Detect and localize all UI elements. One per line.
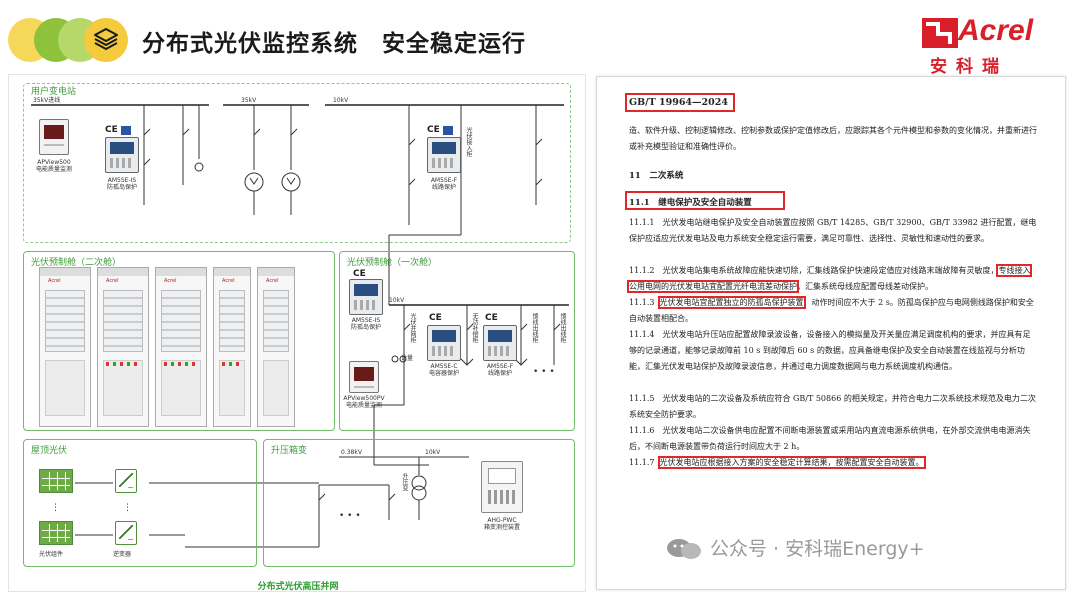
section-pv-primary	[339, 251, 575, 431]
ce-mark-icon: CE	[427, 125, 440, 135]
cabinet-icon: Acrel	[97, 267, 149, 427]
relay-device-icon	[349, 279, 383, 315]
clause-11-1-2: 11.1.2 光伏发电站集电系统故障应能快速切除，汇集线路保护快速段定值应对线路…	[626, 263, 1037, 311]
cabinet-icon: Acrel	[257, 267, 295, 427]
intro-paragraph: 造、软件升级、控制逻辑修改、控制参数或保护定值修改后，应跟踪其各个元件模型和参数…	[629, 126, 1037, 151]
cert-mark-icon	[443, 126, 453, 135]
clause-text: ，动作时间应不大于 2 s。防孤岛保护应与电网侧线路保护和安全自动装置相配合。	[629, 298, 1034, 323]
wechat-icon	[667, 539, 701, 559]
ce-mark-icon: CE	[485, 313, 498, 323]
clause-highlight: 光伏发电站应根据接入方案的安全稳定计算结果，按需配置安全自动装置。	[657, 456, 926, 469]
brand-cn: 安科瑞	[930, 57, 1008, 77]
device-label: AHG-PWC 箱变测控装置	[483, 517, 520, 532]
section-rooftop-pv	[23, 439, 257, 567]
bus-35kv-label: 35kV	[241, 97, 257, 104]
clause-11-1-5: 11.1.5 光伏发电站的二次设备及系统应符合 GB/T 50866 的相关规定…	[629, 394, 1036, 419]
relay-device-icon	[427, 137, 461, 173]
bus-10kv-label: 10kV	[333, 97, 349, 104]
section-heading: 11 二次系统	[629, 171, 684, 181]
inlet-label: 35kV进线	[33, 97, 61, 104]
load-cab-label: 馈线出线柜	[559, 313, 566, 343]
section-heading: 11.1 继电保护及安全自动装置	[629, 198, 752, 208]
metering-label: 计量	[401, 355, 414, 362]
pv-component-label: 光伏组件	[39, 551, 64, 558]
device-label: AM5SE-IS 防孤岛保护	[350, 317, 381, 332]
device-label: AM5SE-F 线路保护	[486, 363, 514, 378]
pv-panel-icon	[39, 469, 73, 493]
cabinet-icon: Acrel	[213, 267, 251, 427]
clause-11-1-6: 11.1.6 光伏发电站二次设备供电应配置不间断电源装置或采用站内直流电源系统供…	[629, 426, 1031, 451]
section-pv-secondary	[23, 251, 335, 431]
relay-device-icon	[483, 325, 517, 361]
pv-panel-icon	[39, 521, 73, 545]
relay-device-icon	[427, 325, 461, 361]
clause-text: ，汇集系统母线应配置母线差动保护。	[797, 282, 933, 291]
clause-text: 11.1.2 光伏发电站集电系统故障应能快速切除，汇集线路保护快速段定值应对线路…	[629, 266, 999, 275]
section-label: 升压箱变	[271, 446, 308, 456]
inverter-icon	[115, 469, 137, 493]
highlight-box	[625, 93, 735, 112]
cabinet-icon: Acrel	[39, 267, 91, 427]
section-label: 用户变电站	[31, 87, 77, 97]
device-label: AM5SE-F 线路保护	[430, 177, 458, 192]
inverter-label: 逆变器	[113, 551, 132, 558]
device-label: APView500 电能质量监测	[35, 159, 72, 174]
v10-label: 10kV	[425, 449, 441, 456]
diagram-panel: 用户变电站	[8, 74, 586, 592]
layers-icon	[94, 28, 118, 50]
clause-highlight: 专线接入公用电网的光伏发电站宜配置光纤电流差动保护	[626, 264, 1033, 293]
brand-word: Acrel	[958, 14, 1034, 47]
inverter-icon	[115, 521, 137, 545]
standard-number: GB/T 19964—2024	[629, 97, 728, 108]
section-user-substation	[23, 83, 571, 243]
ellipsis: ⋮	[123, 503, 132, 513]
clause-highlight: 光伏发电站宜配置独立的防孤岛保护装置	[657, 296, 806, 309]
watermark-text: 公众号 · 安科瑞Energy+	[710, 538, 925, 560]
cabinet-row: Acrel Acrel Acrel Acrel Acrel	[39, 267, 295, 427]
single-line-diagram	[31, 104, 569, 548]
clause-11-1-3: 11.1.3 光伏发电站宜配置独立的防孤岛保护装置，动作时间应不大于 2 s。防…	[629, 295, 1037, 327]
clause-number: 11.1.3	[629, 298, 655, 307]
device-label: AM5SE-IS 防孤岛保护	[106, 177, 137, 192]
header: 分布式光伏监控系统 安全稳定运行 Acrel 安科瑞	[0, 0, 1080, 80]
standard-document: GB/T 19964—2024 造、软件升级、控制逻辑修改、控制参数或保护定值修…	[596, 76, 1066, 590]
cert-mark-icon	[121, 126, 131, 135]
brand-mark-icon	[922, 18, 958, 48]
pv-incoming-b-label: 光伏并网柜	[409, 313, 416, 343]
highlight-box	[625, 191, 785, 210]
apview500-device-icon	[39, 119, 69, 155]
ellipsis: • • •	[339, 511, 361, 521]
apview500pv-device-icon	[349, 361, 379, 393]
ahg-pwc-device-icon	[481, 461, 523, 513]
device-label: APView500PV 电能质量监测	[343, 395, 385, 410]
pv-incoming-label: 光伏接入柜	[465, 127, 472, 157]
section-label: 屋顶光伏	[31, 446, 68, 456]
diagram-caption: 分布式光伏高压并网	[257, 582, 339, 592]
ellipsis: ⋮	[51, 503, 60, 513]
ce-mark-icon: CE	[105, 125, 118, 135]
section-label: 光伏预制舱（一次舱）	[347, 258, 438, 268]
v038-label: 0.38kV	[341, 449, 362, 456]
capacitor-cab-label: 无功补偿柜	[471, 313, 478, 343]
ce-mark-icon: CE	[429, 313, 442, 323]
load-cab-label: 馈线出线柜	[531, 313, 538, 343]
section-booster-box	[263, 439, 575, 567]
device-label: AM5SE-C 电容器保护	[428, 363, 459, 378]
booster-label: 升压变	[401, 473, 408, 491]
cabinet-icon: Acrel	[155, 267, 207, 427]
clause-11-1-1: 11.1.1 光伏发电站继电保护及安全自动装置应按照 GB/T 14285、GB…	[629, 218, 1037, 243]
section-label: 光伏预制舱（二次舱）	[31, 258, 122, 268]
brand-logo: Acrel 安科瑞	[918, 14, 1068, 77]
clause-number: 11.1.7	[629, 458, 655, 467]
clause-11-1-4: 11.1.4 光伏发电站升压站应配置故障录波设备，设备接入的模拟量及开关量应满足…	[629, 330, 1031, 371]
ellipsis: • • •	[533, 367, 555, 377]
clause-11-1-7: 11.1.7 光伏发电站应根据接入方案的安全稳定计算结果，按需配置安全自动装置。	[629, 455, 1037, 471]
bus-10kv-label: 10kV	[389, 297, 405, 304]
page-title: 分布式光伏监控系统 安全稳定运行	[142, 31, 526, 57]
relay-device-icon	[105, 137, 139, 173]
ce-mark-icon: CE	[353, 269, 366, 279]
